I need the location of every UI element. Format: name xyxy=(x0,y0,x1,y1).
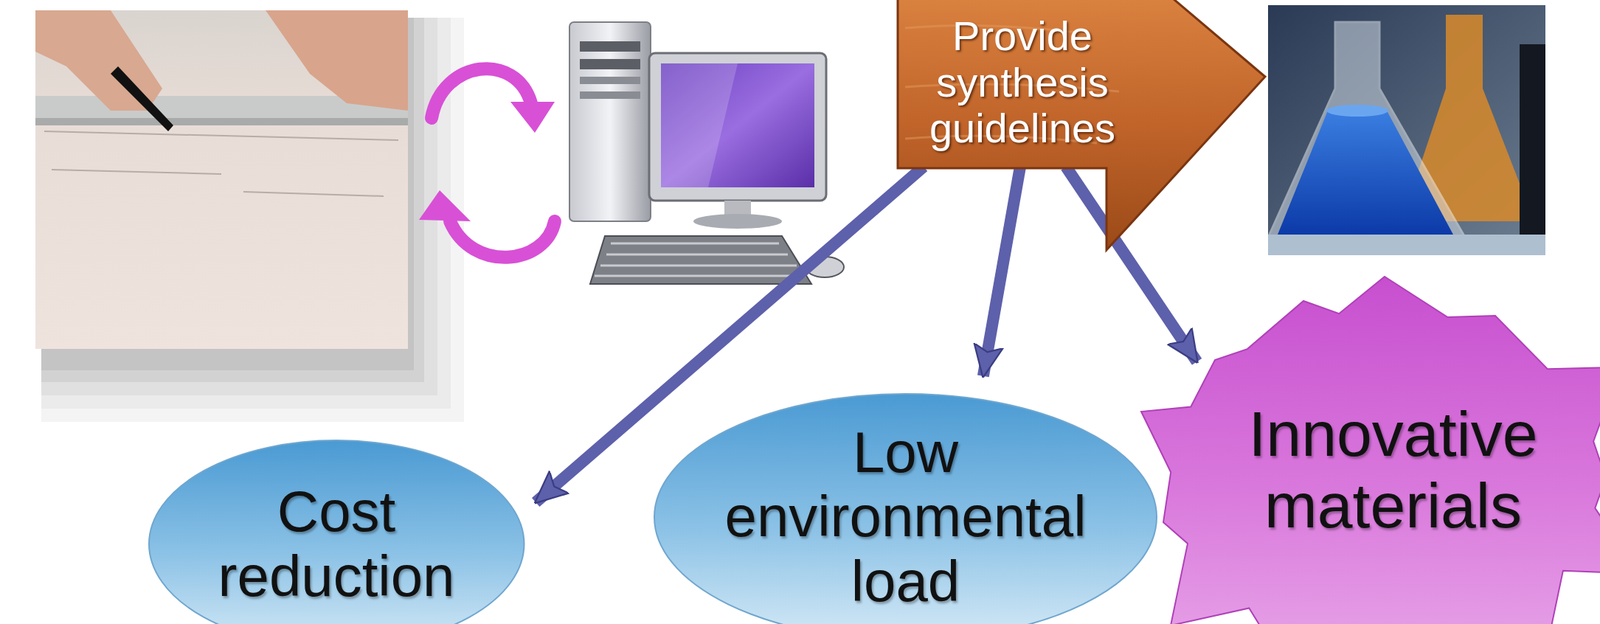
benefit-ellipse: Cost reduction xyxy=(147,438,526,624)
cycle-arrowhead xyxy=(418,190,471,222)
node-label: Innovative materials xyxy=(1214,398,1573,541)
flask-photo xyxy=(1268,5,1546,256)
ellipse-shape xyxy=(149,440,525,624)
node-label: Cost reduction xyxy=(185,479,488,609)
arrow-connector xyxy=(983,166,1021,377)
benefit-ellipse: Low environmental load xyxy=(652,392,1159,624)
computer-illustration xyxy=(569,22,844,285)
innovation-star: Innovative materials xyxy=(1163,275,1600,624)
cycle-arrowhead xyxy=(510,101,555,133)
node-label: Provide synthesis guidelines xyxy=(900,13,1145,152)
ellipse-shape xyxy=(654,393,1157,624)
node-label: Low environmental load xyxy=(703,420,1108,614)
arrow-shape xyxy=(897,0,1266,251)
star-shape xyxy=(1141,276,1600,624)
drawing-photo xyxy=(35,10,408,349)
cycle-arrows xyxy=(431,68,555,258)
guideline-arrow: Provide synthesis guidelines xyxy=(897,0,1266,251)
